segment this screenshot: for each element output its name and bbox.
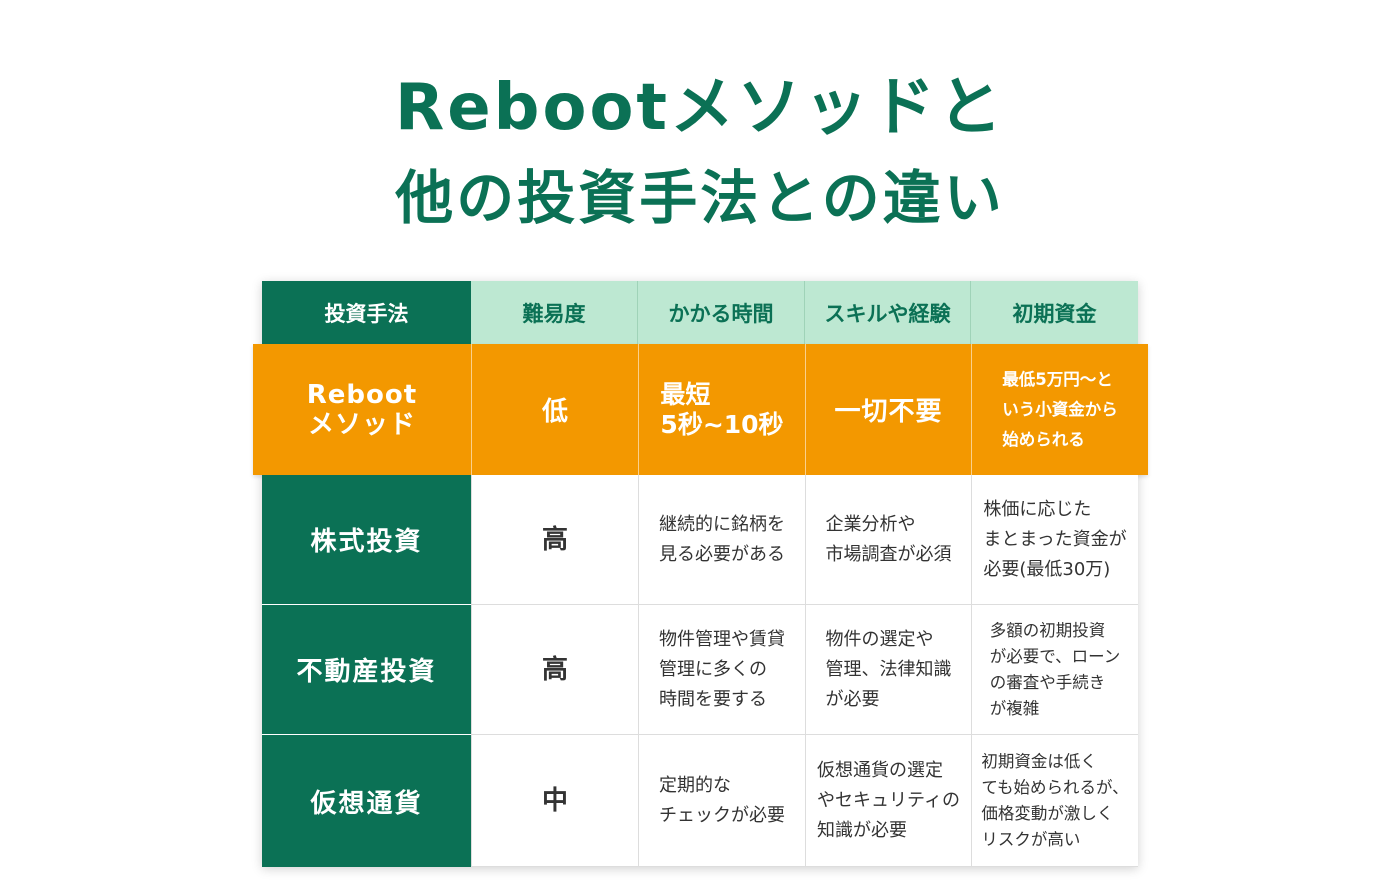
highlight-row [253,344,1148,475]
real-estate-skill: 物件の選定や 管理、法律知識 が必要 [805,605,971,735]
stocks-capital-line3: 必要(最低30万) [983,558,1111,580]
real-estate-capital-line4: が複雑 [989,698,1040,718]
stocks-capital: 株価に応じた まとまった資金が 必要(最低30万) [971,475,1138,605]
real-estate-skill-line1: 物件の選定や [825,628,934,650]
header-skill: スキルや経験 [805,281,971,344]
crypto-difficulty: 中 [471,735,638,867]
stocks-capital-line1: 株価に応じた [983,498,1092,520]
stocks-time-line1: 継続的に銘柄を [659,513,785,535]
crypto-capital-line2: ても始められるが、 [981,777,1129,797]
header-capital: 初期資金 [971,281,1138,344]
highlight-capital-line3: 始められる [1002,429,1085,449]
stocks-time-line2: 見る必要がある [659,543,785,565]
real-estate-difficulty: 高 [471,605,638,735]
stocks-skill-line2: 市場調査が必須 [825,543,952,565]
real-estate-time: 物件管理や賃貸 管理に多くの 時間を要する [638,605,805,735]
page-title-line1: Rebootメソッドと [394,71,1006,145]
real-estate-time-line1: 物件管理や賃貸 [659,628,785,650]
crypto-capital-line4: リスクが高い [981,829,1081,849]
real-estate-skill-line2: 管理、法律知識 [825,658,952,680]
crypto-skill-line2: やセキュリティの [817,789,960,811]
highlight-difficulty: 低 [471,344,638,475]
crypto-skill-line1: 仮想通貨の選定 [817,759,944,781]
real-estate-skill-line3: が必要 [825,688,880,710]
real-estate-capital: 多額の初期投資 が必要で、ローン の審査や手続き が複雑 [971,605,1138,735]
highlight-time-line1: 最短 [660,379,711,409]
page-title-line2: 他の投資手法との違い [395,164,1005,232]
stocks-time: 継続的に銘柄を 見る必要がある [638,475,805,605]
crypto-skill-line3: 知識が必要 [817,819,908,841]
stocks-skill: 企業分析や 市場調査が必須 [805,475,971,605]
crypto-capital-line3: 価格変動が激しく [981,803,1114,823]
real-estate-capital-line3: の審査や手続き [989,672,1106,692]
row-label-real-estate: 不動産投資 [262,605,471,735]
highlight-method: Reboot メソッド [253,344,471,475]
real-estate-time-line3: 時間を要する [659,688,767,710]
highlight-capital: 最低5万円～と いう小資金から 始められる [971,344,1148,475]
crypto-time-line2: チェックが必要 [659,804,785,826]
crypto-time: 定期的な チェックが必要 [638,735,805,867]
highlight-time: 最短 5秒~10秒 [638,344,805,475]
real-estate-capital-line2: が必要で、ローン [989,646,1121,666]
crypto-skill: 仮想通貨の選定 やセキュリティの 知識が必要 [805,735,971,867]
header-method: 投資手法 [262,281,471,344]
highlight-method-line1: Reboot [306,379,418,410]
crypto-capital-line1: 初期資金は低く [981,751,1097,771]
highlight-skill: 一切不要 [805,344,971,475]
row-label-stocks: 株式投資 [262,475,471,605]
row-label-crypto: 仮想通貨 [262,735,471,867]
highlight-method-line2: メソッド [307,409,416,440]
highlight-time-line2: 5秒~10秒 [660,409,784,439]
crypto-capital: 初期資金は低く ても始められるが、 価格変動が激しく リスクが高い [971,735,1138,867]
stocks-capital-line2: まとまった資金が [983,528,1127,550]
header-time: かかる時間 [638,281,805,344]
stocks-skill-line1: 企業分析や [825,513,916,535]
stocks-difficulty: 高 [471,475,638,605]
header-difficulty: 難易度 [471,281,638,344]
crypto-time-line1: 定期的な [659,774,731,796]
real-estate-capital-line1: 多額の初期投資 [989,620,1106,640]
highlight-capital-line2: いう小資金から [1002,399,1118,419]
real-estate-time-line2: 管理に多くの [659,658,767,680]
highlight-capital-line1: 最低5万円～と [1002,369,1113,389]
